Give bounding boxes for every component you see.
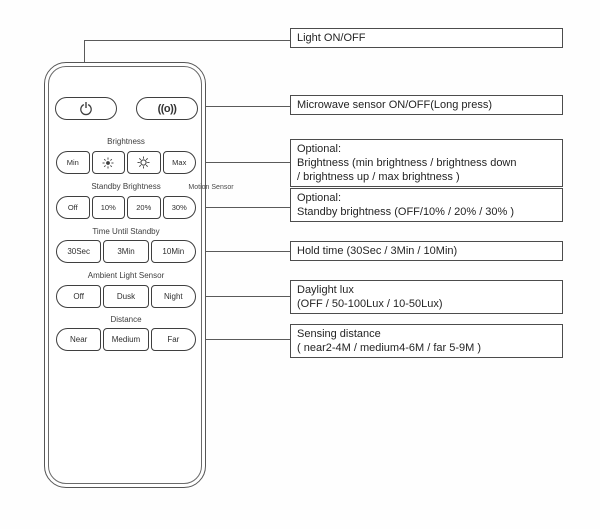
distance-button-row: Near Medium Far <box>56 328 196 351</box>
connector-motion <box>197 106 290 107</box>
button-night[interactable]: Night <box>150 285 196 308</box>
button-standby-off[interactable]: Off <box>56 196 90 219</box>
button-standby-30[interactable]: 30% <box>162 196 196 219</box>
callout-standby-brightness: Optional: Standby brightness (OFF/10% / … <box>290 188 563 222</box>
button-far[interactable]: Far <box>150 328 196 351</box>
button-brightness-up[interactable] <box>127 151 161 174</box>
button-brightness-down[interactable] <box>91 151 125 174</box>
connector-daylight <box>197 296 290 297</box>
connector-distance <box>197 339 290 340</box>
time-until-standby-button-row: 30Sec 3Min 10Min <box>56 240 196 263</box>
callout-daylight-lux: Daylight lux (OFF / 50-100Lux / 10-50Lux… <box>290 280 563 314</box>
callout-text: / brightness up / max brightness ) <box>297 171 460 183</box>
remote-body: ((o)) Motion Sensor <box>44 62 234 488</box>
callout-hold-time: Hold time (30Sec / 3Min / 10Min) <box>290 241 563 261</box>
connector-power-horizontal <box>84 40 290 41</box>
callout-brightness: Optional: Brightness (min brightness / b… <box>290 139 563 187</box>
connector-standby <box>197 207 290 208</box>
section-label-standby-brightness: Standby Brightness <box>91 182 161 191</box>
brightness-down-icon <box>102 157 114 169</box>
callout-text: Optional: <box>297 143 342 155</box>
section-label-brightness: Brightness <box>107 137 145 146</box>
callout-text: Brightness (min brightness / brightness … <box>297 157 517 169</box>
section-label-distance: Distance <box>110 315 142 324</box>
button-30sec[interactable]: 30Sec <box>56 240 102 263</box>
motion-sensor-button[interactable]: ((o)) <box>136 97 198 120</box>
power-icon <box>79 101 93 116</box>
brightness-button-row: Min <box>56 151 196 174</box>
section-label-time-until-standby: Time Until Standby <box>92 227 160 236</box>
button-3min[interactable]: 3Min <box>103 240 149 263</box>
remote-inner-border <box>48 66 202 484</box>
button-medium[interactable]: Medium <box>103 328 149 351</box>
connector-brightness <box>197 162 290 163</box>
connector-hold-time <box>197 251 290 252</box>
button-max-brightness[interactable]: Max <box>162 151 196 174</box>
button-standby-20[interactable]: 20% <box>127 196 161 219</box>
callout-microwave-sensor: Microwave sensor ON/OFF(Long press) <box>290 95 563 115</box>
motion-sensor-label: Motion Sensor <box>188 184 234 191</box>
button-near[interactable]: Near <box>56 328 102 351</box>
callout-text: ( near2-4M / medium4-6M / far 5-9M ) <box>297 342 481 354</box>
standby-brightness-button-row: Off 10% 20% 30% <box>56 196 196 219</box>
callout-text: Hold time (30Sec / 3Min / 10Min) <box>297 245 458 257</box>
button-ambient-off[interactable]: Off <box>56 285 102 308</box>
callout-text: Sensing distance <box>297 328 381 340</box>
motion-sensor-icon: ((o)) <box>157 102 177 115</box>
brightness-up-icon <box>137 156 150 169</box>
callout-text: Light ON/OFF <box>297 32 366 44</box>
button-dusk[interactable]: Dusk <box>103 285 149 308</box>
ambient-light-sensor-button-row: Off Dusk Night <box>56 285 196 308</box>
callout-text: (OFF / 50-100Lux / 10-50Lux) <box>297 298 443 310</box>
section-label-ambient-light-sensor: Ambient Light Sensor <box>87 271 165 280</box>
button-min-brightness[interactable]: Min <box>56 151 90 174</box>
button-standby-10[interactable]: 10% <box>91 196 125 219</box>
callout-text: Microwave sensor ON/OFF(Long press) <box>297 99 492 111</box>
callout-text: Optional: <box>297 192 342 204</box>
power-button[interactable] <box>55 97 117 120</box>
button-10min[interactable]: 10Min <box>150 240 196 263</box>
callout-text: Standby brightness (OFF/10% / 20% / 30% … <box>297 206 515 218</box>
callout-light-onoff: Light ON/OFF <box>290 28 563 48</box>
callout-text: Daylight lux <box>297 284 354 296</box>
callout-sensing-distance: Sensing distance ( near2-4M / medium4-6M… <box>290 324 563 358</box>
